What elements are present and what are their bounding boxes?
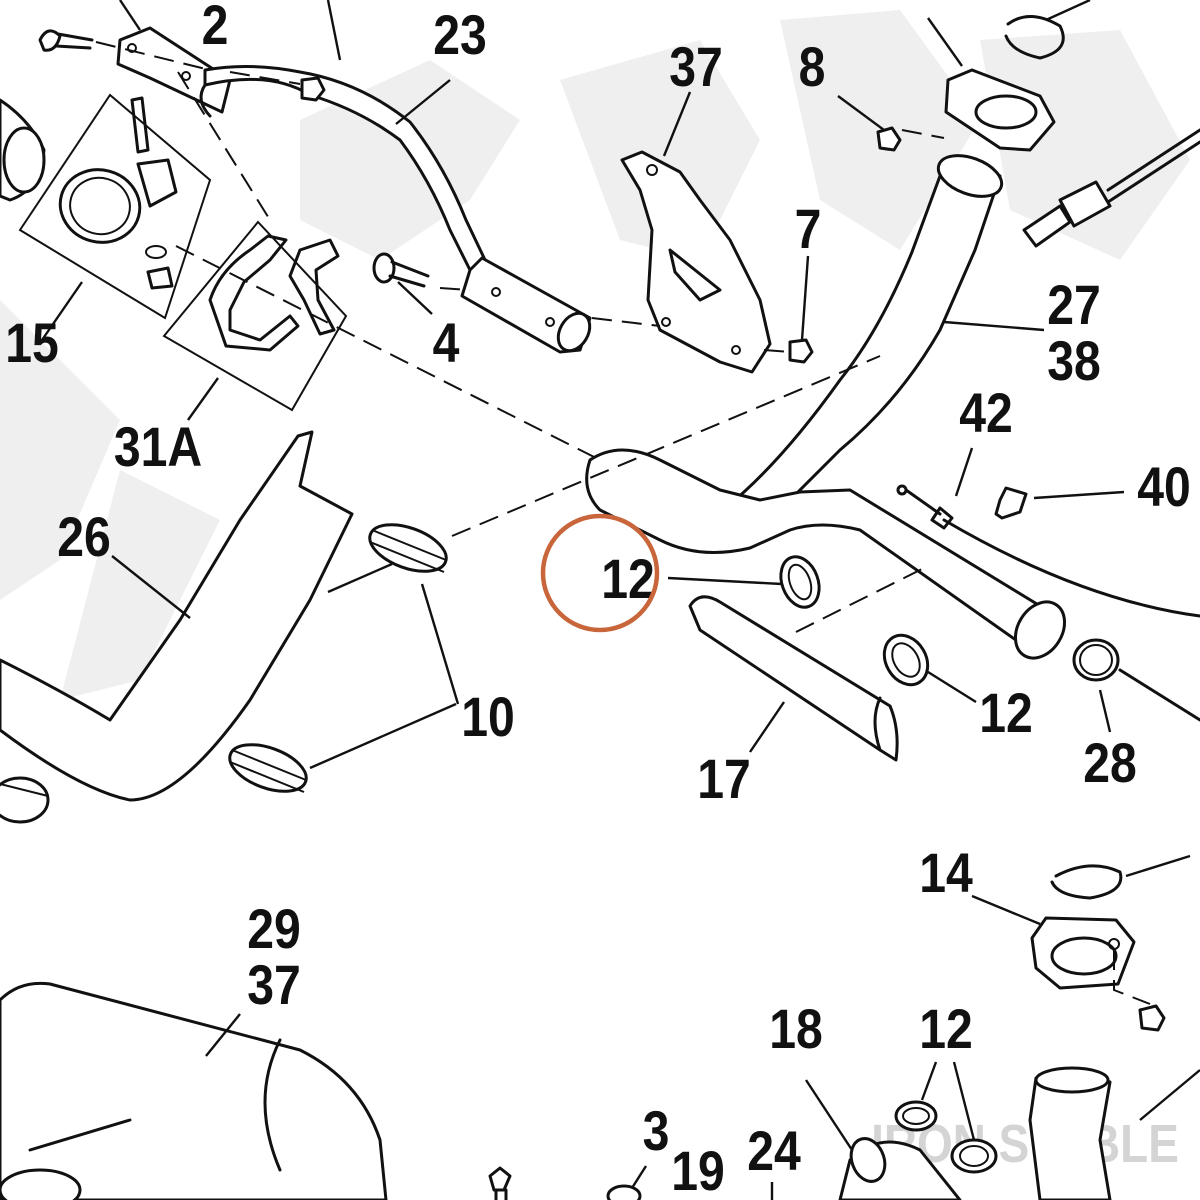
callout-4: 4 [433,313,460,375]
callout-40: 40 [1137,457,1191,519]
callout-leader-lines [41,0,1191,1200]
retaining-ring-top [1004,15,1065,60]
washer-3 [606,1184,642,1200]
nut-8 [876,126,902,152]
pipe-26 [0,430,354,802]
exhaust-flange-top [944,68,1056,152]
callout-17: 17 [697,749,751,811]
clamp-10-upper [368,523,448,573]
callout-14: 14 [919,843,973,905]
clamp-12-lower-left [894,1100,938,1132]
callout-3: 3 [643,1101,670,1163]
callout-23: 23 [433,5,487,67]
highlight-circle [540,513,660,633]
callout-37-upper: 37 [669,37,723,99]
callout-labels: 2 23 37 8 7 15 4 31A 27 38 42 40 26 12 1… [5,0,1191,1200]
callout-28: 28 [1083,733,1137,795]
bracket-40 [994,486,1028,520]
bolt-top-left [38,29,94,52]
clamp-15 [58,96,178,290]
part-drawings [0,15,1200,1200]
callout-27: 27 [1047,275,1101,337]
clamp-bottom-left [0,776,50,824]
oxygen-sensor [1022,128,1200,248]
tip-mount-4 [460,256,592,354]
bolt-bottom [488,1166,512,1200]
exhaust-flange-14 [1030,916,1136,990]
callout-2: 2 [202,0,229,57]
bracket-31a [208,234,340,352]
callout-24: 24 [747,1121,801,1183]
muffler-29 [0,981,388,1200]
callout-12-middle: 12 [979,683,1033,745]
clamp-10-lower [228,743,308,793]
callout-31a: 31A [114,417,202,479]
callout-10: 10 [461,687,515,749]
crossover-pipe [585,448,1052,652]
callout-26: 26 [57,507,111,569]
callout-8: 8 [799,37,826,99]
callout-12-highlighted: 12 [601,549,655,611]
callout-19: 19 [671,1141,725,1200]
callout-12-lower: 12 [919,999,973,1061]
clamp-12-middle [882,633,930,687]
gasket-28 [1072,638,1120,682]
tube-17 [688,595,899,762]
nut-lower [1138,1004,1166,1032]
bolt-4 [372,252,430,288]
clip-42 [896,484,1200,618]
callout-7: 7 [795,199,822,261]
callout-37-lower: 37 [247,955,301,1017]
callout-15: 15 [5,313,59,375]
assembly-center-lines [95,41,1151,1005]
callout-18: 18 [769,999,823,1061]
clamp-12-lower-right [950,1138,998,1174]
retaining-ring-lower [1050,864,1123,900]
clamp-12-upper [779,555,821,609]
nut-23 [300,76,326,102]
callout-38: 38 [1047,331,1101,393]
bracket-37 [620,150,772,374]
nut-7 [788,338,814,364]
callout-42: 42 [959,383,1013,445]
callout-29: 29 [247,899,301,961]
